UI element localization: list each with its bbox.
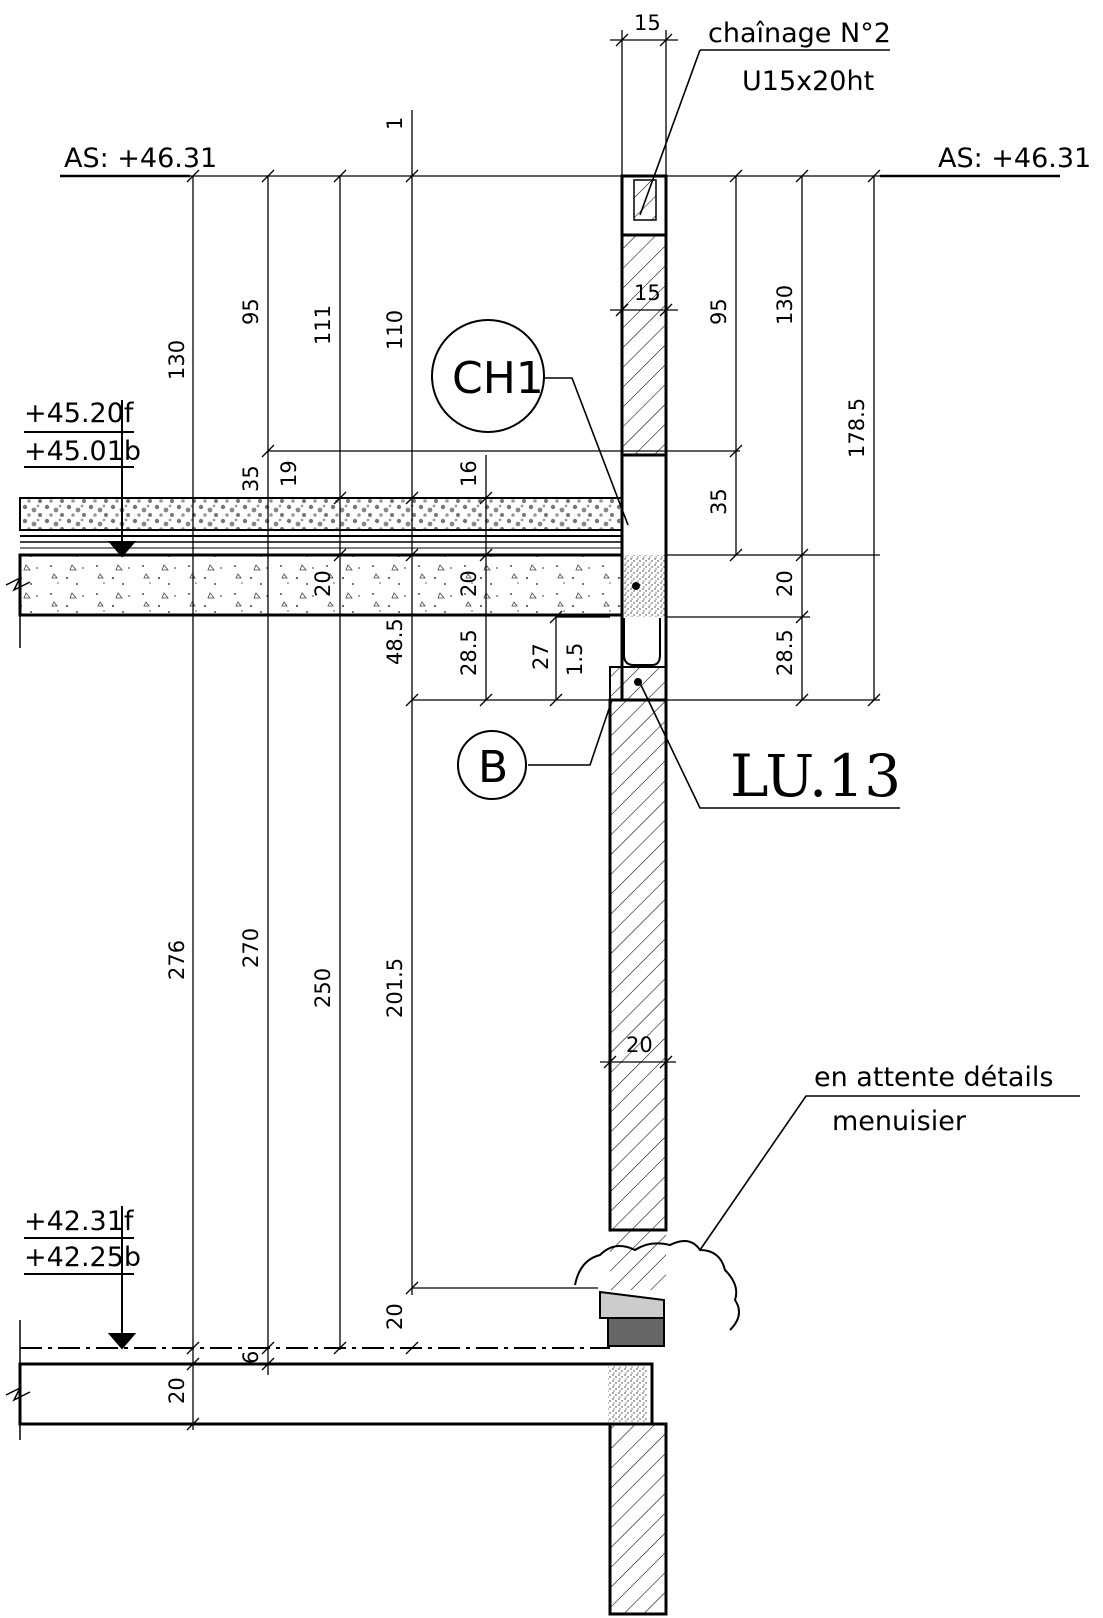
dim-270: 270: [239, 928, 263, 968]
dim-top-15: 15: [634, 11, 661, 35]
level-lower-f: +42.31f: [24, 1206, 135, 1237]
dim-35-left: 35: [239, 465, 263, 492]
dim-20-e: 20: [165, 1377, 189, 1404]
dimension-lines: [60, 30, 1060, 1431]
revision-cloud: [574, 1240, 740, 1331]
lower-floor-slab: [5, 1320, 654, 1440]
dim-19: 19: [277, 460, 301, 487]
lintel-lu13: [609, 453, 668, 702]
chainage-size: U15x20ht: [742, 66, 874, 97]
lu13-label: LU.13: [730, 742, 901, 810]
dim-20-d: 20: [383, 1303, 407, 1330]
b-label: B: [478, 742, 508, 793]
dim-130-right: 130: [773, 285, 797, 325]
dim-20-a: 20: [311, 570, 335, 597]
dim-48-5: 48.5: [383, 618, 407, 665]
ch1-label: CH1: [452, 353, 544, 404]
dim-28-5-left: 28.5: [457, 629, 481, 676]
dim-20-c: 20: [773, 570, 797, 597]
dim-27: 27: [529, 643, 553, 670]
ch1-bubble: [431, 319, 545, 433]
level-lower-b: +42.25b: [24, 1242, 141, 1273]
dim-110: 110: [383, 310, 407, 350]
dim-wall-20: 20: [626, 1033, 653, 1057]
dim-276: 276: [165, 940, 189, 980]
dim-95-left: 95: [239, 298, 263, 325]
dim-wall-15: 15: [634, 281, 661, 305]
dim-178-5: 178.5: [845, 398, 869, 458]
dim-16: 16: [457, 460, 481, 487]
dim-6: 6: [239, 1351, 263, 1364]
level-markers: [24, 174, 1060, 1350]
dim-130-left: 130: [165, 340, 189, 380]
level-upper-b: +45.01b: [24, 436, 141, 467]
dim-1: 1: [383, 117, 407, 130]
level-upper-f: +45.20f: [24, 398, 135, 429]
chainage-title: chaînage N°2: [708, 18, 891, 49]
dim-28-5-right: 28.5: [773, 629, 797, 676]
dim-250: 250: [311, 968, 335, 1008]
window-sill: [599, 1290, 665, 1347]
as-left: AS: +46.31: [64, 143, 217, 174]
dim-35-right: 35: [707, 488, 731, 515]
attente-line2: menuisier: [832, 1106, 967, 1137]
as-right: AS: +46.31: [938, 143, 1091, 174]
attente-line1: en attente détails: [814, 1062, 1053, 1093]
dim-20-b: 20: [457, 570, 481, 597]
dim-1-5: 1.5: [563, 643, 587, 676]
b-bubble: [457, 730, 527, 800]
dim-201-5: 201.5: [383, 958, 407, 1018]
dim-111: 111: [311, 305, 335, 345]
upper-floor-slab: [5, 497, 624, 648]
dim-95-right: 95: [707, 298, 731, 325]
leader-lines: [528, 49, 1080, 1251]
